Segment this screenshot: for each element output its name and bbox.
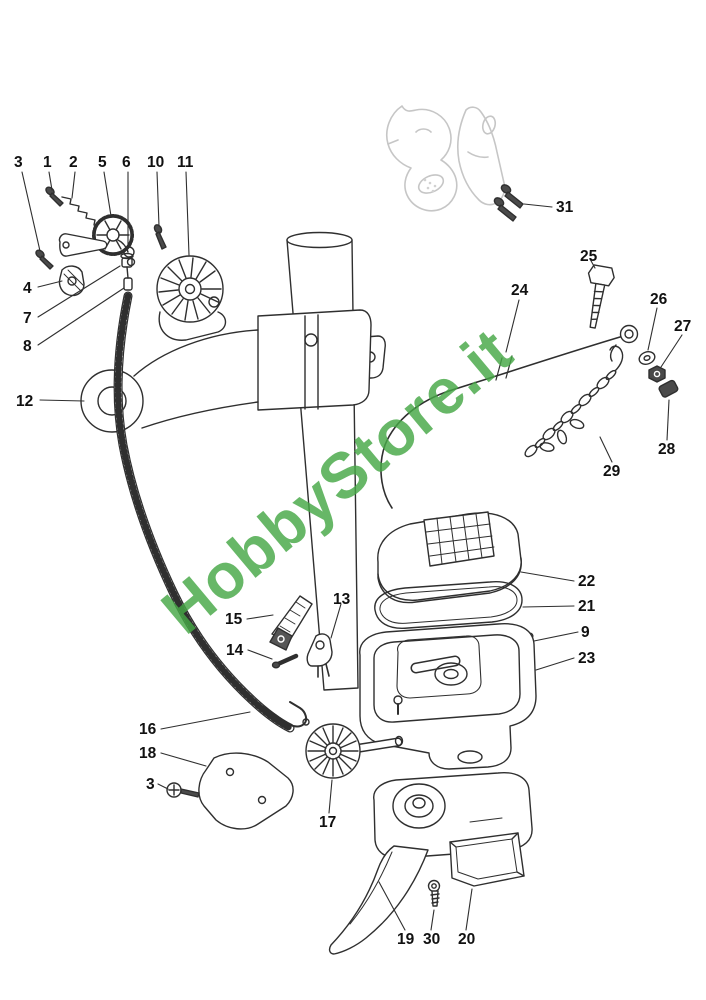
callout-12: 12 <box>16 393 34 410</box>
part-2-spring <box>61 196 103 228</box>
callout-20: 20 <box>458 931 476 948</box>
part-3-screw-bottom <box>166 782 200 798</box>
part-21-gasket <box>374 581 523 629</box>
callout-18: 18 <box>139 745 157 762</box>
callout-1: 1 <box>43 154 52 171</box>
part-26-washer <box>638 351 656 365</box>
callout-2: 2 <box>69 154 78 171</box>
leader-lines <box>21 171 683 931</box>
throttle-lever <box>58 233 108 257</box>
callout-31: 31 <box>556 199 574 216</box>
part-14-pin <box>271 653 299 669</box>
part-18-cover-plate <box>198 752 294 830</box>
callout-24: 24 <box>511 282 529 299</box>
part-31-screws <box>493 184 524 222</box>
part-16-cable-end <box>251 699 310 728</box>
callout-19: 19 <box>397 931 415 948</box>
part-27-nut <box>648 365 666 383</box>
part-10-screw <box>153 224 167 250</box>
part-3-screw-top <box>35 249 54 270</box>
ghost-texture-dots <box>423 178 437 193</box>
part-22-cover <box>377 511 522 604</box>
callout-21: 21 <box>578 598 596 615</box>
callout-15: 15 <box>225 611 243 628</box>
callout-7: 7 <box>23 310 32 327</box>
part-19-trigger <box>328 845 429 955</box>
callout-22: 22 <box>578 573 596 590</box>
callout-30: 30 <box>423 931 441 948</box>
part-1-screw <box>45 186 64 207</box>
part-17-rotor <box>305 723 404 779</box>
ghost-clamp-right <box>457 106 506 206</box>
callout-4: 4 <box>23 280 32 297</box>
part-7-8-cable-fittings <box>117 239 134 291</box>
callout-23: 23 <box>578 650 596 667</box>
callout-13: 13 <box>333 591 351 608</box>
callout-27: 27 <box>674 318 692 335</box>
callout-3-bottom: 3 <box>146 776 155 793</box>
callout-26: 26 <box>650 291 668 308</box>
callout-11: 11 <box>177 154 194 171</box>
callout-17: 17 <box>319 814 337 831</box>
part-12-handle-clamp <box>80 309 386 433</box>
part-30-screw <box>427 879 441 907</box>
part-23-housing <box>359 623 537 770</box>
callout-29: 29 <box>603 463 621 480</box>
ghost-clamp-left <box>386 105 458 212</box>
part-24-cable <box>380 324 639 509</box>
callout-25: 25 <box>580 248 598 265</box>
part-19-20-lower-housing <box>373 771 533 887</box>
part-25-bolt <box>587 264 615 329</box>
callout-14: 14 <box>226 642 244 659</box>
part-15-trigger-plate <box>269 595 313 651</box>
part-28-spacer <box>658 379 679 398</box>
callout-6: 6 <box>122 154 131 171</box>
part-29-chain <box>524 345 624 458</box>
part-13-latch <box>306 633 333 678</box>
callout-28: 28 <box>658 441 676 458</box>
callout-3-top: 3 <box>14 154 23 171</box>
callout-9: 9 <box>581 624 590 641</box>
callout-5: 5 <box>98 154 107 171</box>
callout-10: 10 <box>147 154 165 171</box>
part-11-rotor <box>156 255 227 341</box>
callout-8: 8 <box>23 338 32 355</box>
callout-16: 16 <box>139 721 157 738</box>
part-4-bracket <box>58 265 85 297</box>
